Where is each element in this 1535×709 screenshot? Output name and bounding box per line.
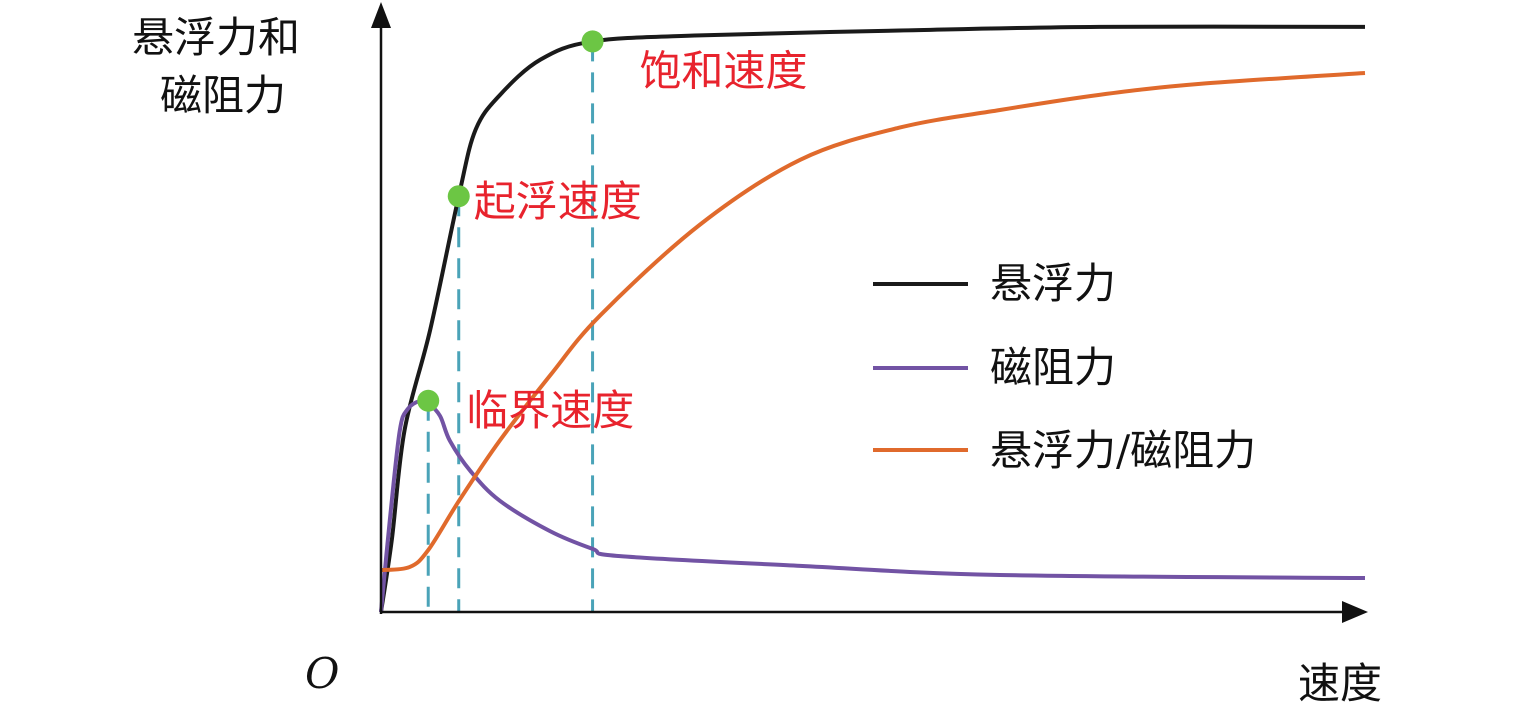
saturation-speed-marker xyxy=(581,30,604,53)
liftoff-speed-label: 起浮速度 xyxy=(474,177,642,226)
levitation-force-line xyxy=(379,24,1366,613)
critical-speed-marker xyxy=(417,389,440,412)
legend-label-drag: 磁阻力 xyxy=(990,343,1116,392)
legend-label-ratio: 悬浮力/磁阻力 xyxy=(990,426,1256,475)
liftoff-speed-marker xyxy=(447,185,470,208)
x-axis-label: 速度 xyxy=(1298,659,1382,708)
magnetic-drag-line xyxy=(379,398,1366,613)
y-axis-label-line2: 磁阻力 xyxy=(160,71,286,120)
saturation-speed-label: 饱和速度 xyxy=(640,46,808,95)
critical-speed-label: 临界速度 xyxy=(466,386,634,435)
y-axis-label-line1: 悬浮力和 xyxy=(132,13,300,62)
legend: 悬浮力 磁阻力 悬浮力/磁阻力 xyxy=(873,259,1256,475)
lift-drag-ratio-line xyxy=(380,70,1366,573)
legend-label-levitation: 悬浮力 xyxy=(990,259,1116,308)
origin-label: O xyxy=(305,649,339,698)
x-axis-arrow xyxy=(1342,601,1368,623)
y-axis-arrow xyxy=(371,2,391,28)
